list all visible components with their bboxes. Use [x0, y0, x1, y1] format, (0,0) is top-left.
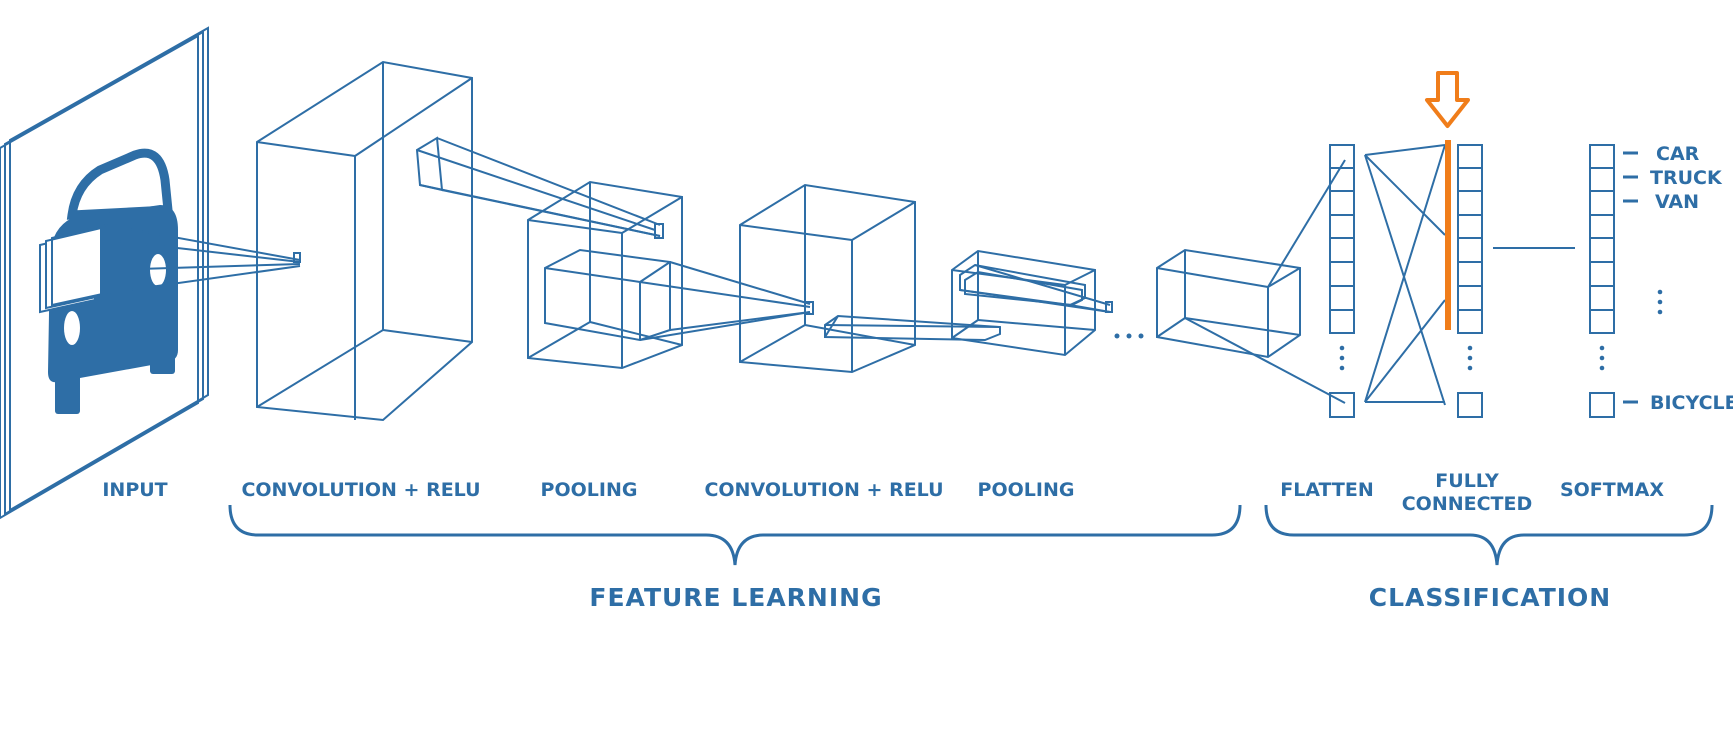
- group-label-feature-learning: FEATURE LEARNING: [589, 583, 882, 612]
- stage-label-flatten: FLATTEN: [1280, 479, 1374, 501]
- class-labels: CAR TRUCK VAN BICYCLE: [1623, 143, 1733, 414]
- stage-label-conv1: CONVOLUTION + RELU: [241, 479, 480, 501]
- highlight: [1425, 71, 1470, 330]
- flatten-column: [1329, 144, 1355, 418]
- classification-brace: [1264, 504, 1714, 566]
- conv2-volume: [739, 183, 1001, 374]
- stage-label-conv2: CONVOLUTION + RELU: [704, 479, 943, 501]
- input-patch: [39, 223, 108, 314]
- stage-label-input: INPUT: [102, 479, 167, 501]
- stage-label-fully-connected-1: FULLY: [1435, 470, 1499, 492]
- feature-learning-brace: [228, 504, 1242, 566]
- group-label-classification: CLASSIFICATION: [1369, 583, 1611, 612]
- continuation-dots: [1114, 333, 1144, 339]
- fc-connections: [1364, 144, 1446, 406]
- down-arrow-icon: [1425, 71, 1470, 128]
- class-label: TRUCK: [1650, 167, 1723, 189]
- fully-connected-column: [1457, 144, 1483, 418]
- input-image: [0, 26, 301, 520]
- class-label: BICYCLE: [1650, 392, 1733, 414]
- class-label: CAR: [1656, 143, 1700, 165]
- stage-label-softmax: SOFTMAX: [1560, 479, 1664, 501]
- pool2-volume: [951, 249, 1113, 357]
- softmax-column: [1589, 144, 1615, 418]
- stage-label-fully-connected-2: CONNECTED: [1402, 493, 1533, 515]
- final-feature-volume: [1156, 159, 1346, 404]
- pool1-volume: [527, 180, 814, 370]
- stage-label-pool2: POOLING: [978, 479, 1075, 501]
- class-label: VAN: [1655, 191, 1699, 213]
- stage-label-pool1: POOLING: [541, 479, 638, 501]
- conv1-volume: [256, 60, 664, 422]
